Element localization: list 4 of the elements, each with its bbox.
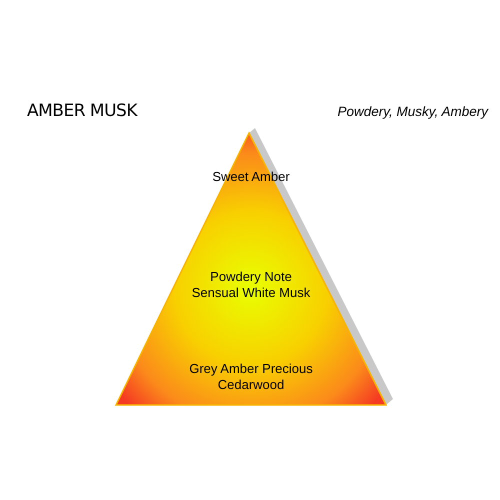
tier-label: Grey Amber Precious Cedarwood [188,361,314,393]
subtitle: Powdery, Musky, Ambery [337,104,488,119]
tier-label: Powdery Note Sensual White Musk [190,269,312,301]
title: AMBER MUSK [27,101,137,121]
